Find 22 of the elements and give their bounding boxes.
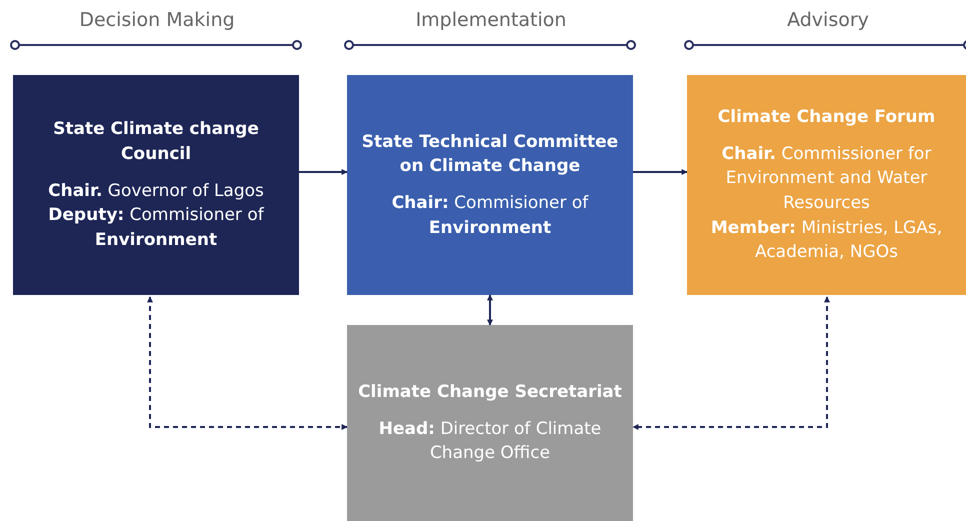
box-text: Member: Ministries, LGAs, Academia, NGOs (710, 216, 944, 264)
column-heading: Decision Making (79, 9, 235, 31)
box-title: State Climate change Council (52, 118, 260, 166)
box-text: Chair: Commisioner of Environment (390, 192, 590, 240)
arrow (632, 296, 830, 430)
column-heading: Advisory (787, 9, 869, 31)
column-heading: Implementation (416, 9, 566, 31)
arrow (299, 169, 348, 175)
box-text: Chair. Governor of Lagos (48, 180, 264, 203)
org-box (13, 75, 299, 295)
box-title: Climate Change Secretariat (358, 381, 622, 404)
arrow (487, 294, 493, 326)
org-box (687, 75, 966, 295)
arrow (147, 296, 348, 430)
box-text: Chair. Commissioner for Environment and Water Resources (720, 142, 932, 215)
box-title: State Technical Committee on Climate Change (360, 130, 620, 178)
org-box (347, 75, 633, 295)
box-text: Deputy: Commisioner of Environment (47, 204, 265, 252)
box-title: Climate Change Forum (718, 106, 936, 130)
box-text: Head: Director of Climate Change Office (378, 418, 602, 466)
org-box (347, 325, 633, 521)
arrow (633, 169, 688, 175)
